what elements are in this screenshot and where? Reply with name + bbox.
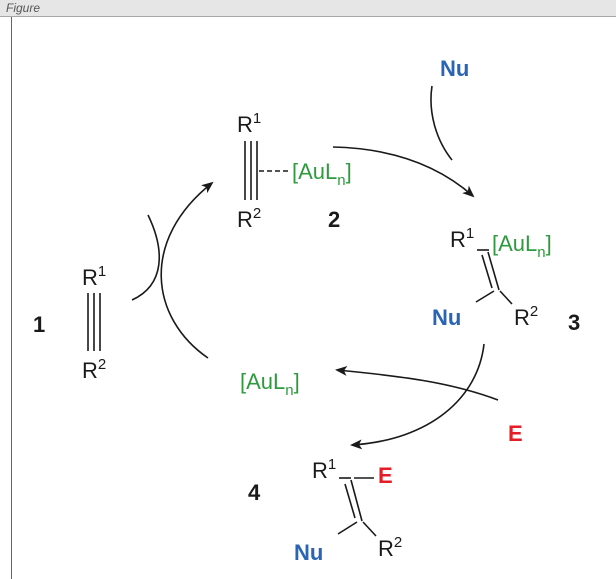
compound-2-number: 2 [328,207,340,232]
compound-1-number: 1 [33,312,45,337]
arrow-to-compound-2-from-1 [131,214,160,301]
compound-4-electrophile: E [378,463,393,488]
arrow-nucleophile-incoming [430,85,453,161]
compound-3-number: 3 [568,310,580,335]
compound-4-nucleophile: Nu [294,540,323,565]
compound-3-bond-r2 [499,290,513,305]
reagent-electrophile: E [508,421,523,446]
compound-1-r-top: R1 [82,263,106,290]
arrow-compound-3-to-4 [350,343,485,450]
compound-4-bond-nu [337,521,358,535]
compound-2-r-top: R1 [237,110,261,137]
compound-3-r-bottom: R2 [514,303,538,330]
reagent-nucleophile: Nu [440,56,469,81]
compound-3-double-bond-b [481,254,493,289]
compound-3: R1 [AuLn] Nu R2 3 [432,225,580,335]
compound-4: 4 R1 E Nu R2 [248,456,402,565]
arrow-compound-2-to-3 [332,146,475,198]
compound-2: R1 [AuLn] R2 2 [237,110,352,232]
compound-2-metal: [AuLn] [292,159,352,189]
arrow-catalyst-release [335,365,499,401]
figure-caption: Figure [6,1,41,15]
compound-4-r-top: R1 [312,456,336,483]
compound-3-nucleophile: Nu [432,305,461,330]
compound-2-r-bottom: R2 [237,205,261,232]
compound-1-r-bottom: R2 [82,356,106,383]
compound-4-double-bond-b [344,483,356,519]
compound-3-r-top: R1 [450,225,474,252]
released-catalyst: [AuLn] [240,369,300,399]
diagram-panel [11,17,616,579]
compound-4-r-bottom: R2 [378,534,402,561]
compound-1: 1 R1 R2 [33,263,106,383]
compound-4-number: 4 [248,480,261,505]
arrow-catalyst-to-compound-2 [160,181,214,359]
compound-3-bond-nu [475,290,495,303]
compound-4-double-bond-a [350,479,363,522]
compound-3-double-bond-a [487,251,500,291]
figure-header-bar: Figure [0,0,616,17]
compound-3-metal: [AuLn] [492,231,552,261]
compound-4-bond-r2 [362,521,377,537]
